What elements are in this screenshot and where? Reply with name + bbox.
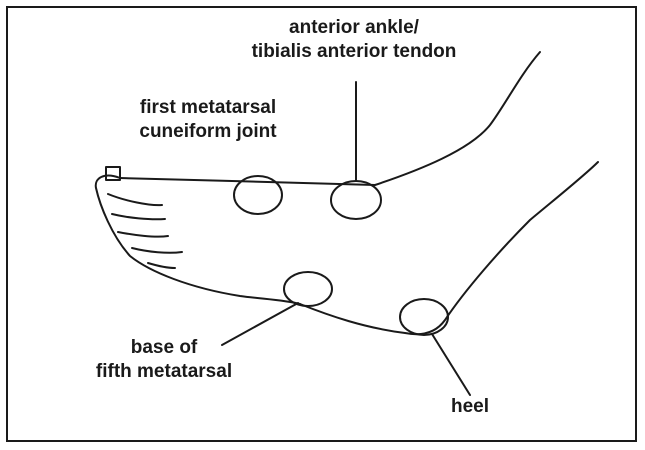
label-anterior-ankle-line2: tibialis anterior tendon (194, 40, 514, 64)
big-toe (96, 176, 300, 304)
label-fifth-metatarsal: base of fifth metatarsal (54, 336, 274, 384)
anterior-ankle-marker (331, 181, 381, 219)
label-heel-line1: heel (430, 395, 510, 419)
fifth-metatarsal-marker (284, 272, 332, 306)
toe-line-4 (132, 248, 182, 253)
heel-leader-line (432, 334, 470, 395)
label-heel: heel (430, 395, 510, 419)
label-first-metatarsal-line2: cuneiform joint (98, 120, 318, 144)
heel-marker (400, 299, 448, 335)
label-fifth-metatarsal-line2: fifth metatarsal (54, 360, 274, 384)
label-first-metatarsal-line1: first metatarsal (98, 96, 318, 120)
label-first-metatarsal: first metatarsal cuneiform joint (98, 96, 318, 144)
toe-line-1 (108, 194, 162, 205)
toe-line-2 (112, 214, 165, 219)
toe-line-5 (148, 263, 175, 268)
toe-line-3 (118, 232, 168, 237)
label-anterior-ankle-line1: anterior ankle/ (194, 16, 514, 40)
label-anterior-ankle: anterior ankle/ tibialis anterior tendon (194, 16, 514, 64)
foot-outline-sole (300, 162, 598, 334)
label-fifth-metatarsal-line1: base of (54, 336, 274, 360)
